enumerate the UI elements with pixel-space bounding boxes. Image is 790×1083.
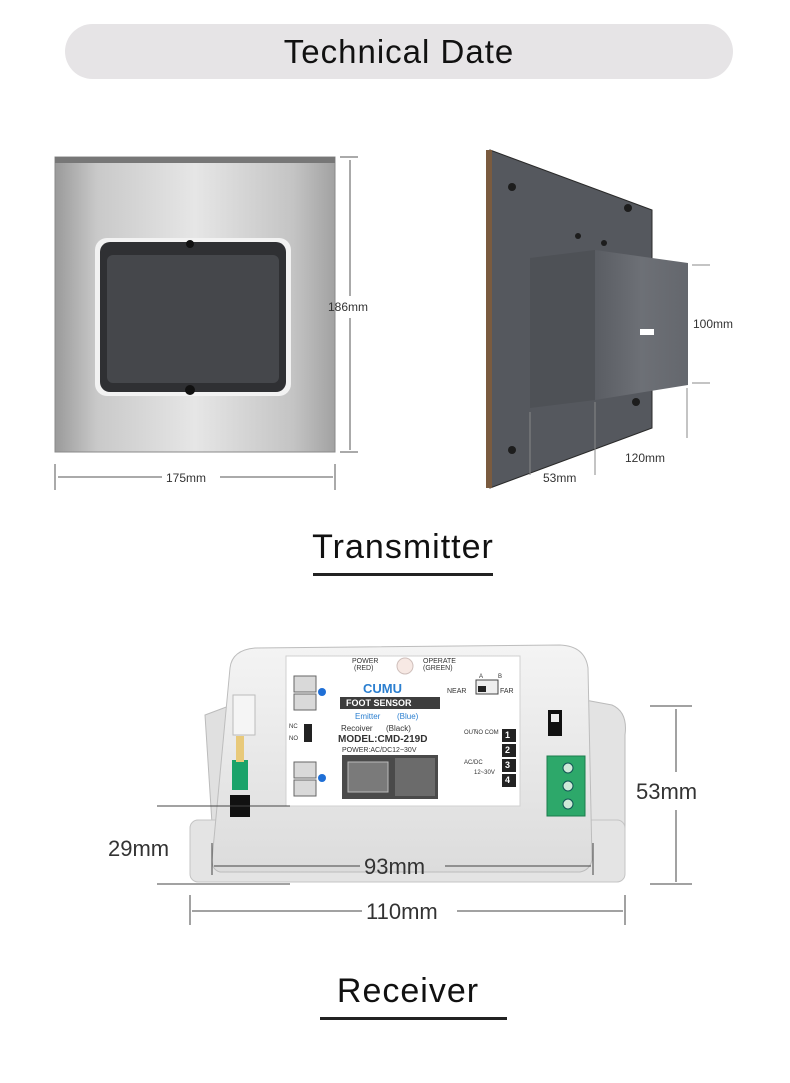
label-product: FOOT SENSOR	[346, 698, 412, 708]
label-emitter-color: (Blue)	[397, 712, 419, 721]
label-out: OUT	[464, 730, 477, 736]
transmitter-title: Transmitter	[312, 528, 494, 566]
label-sel-b: B	[498, 674, 503, 680]
transmitter-back-view	[486, 149, 688, 489]
page-title: Technical Date	[283, 32, 515, 70]
terminal-label-3: 3	[505, 760, 511, 770]
header-banner: Technical Date	[65, 24, 733, 79]
label-receiver-color: (Black)	[386, 724, 411, 733]
label-voltage: 12~30V	[474, 770, 495, 776]
dim-receiver-height: 53mm	[636, 779, 698, 804]
receiver-dimension-lines	[157, 705, 692, 925]
transmitter-underline	[313, 573, 493, 576]
label-operate: OPERATE	[423, 658, 456, 665]
side-dimension-lines	[529, 264, 710, 475]
dim-receiver-outer-width: 110mm	[366, 899, 438, 924]
label-near: NEAR	[447, 688, 467, 695]
terminal-label-2: 2	[505, 745, 511, 755]
label-power-color: (RED)	[354, 665, 374, 672]
terminal-label-1: 1	[505, 730, 511, 740]
label-operate-color: (GREEN)	[423, 665, 453, 672]
label-receiver: Recoiver	[341, 724, 373, 733]
dim-receiver-inner-width: 93mm	[364, 854, 426, 879]
label-far: FAR	[500, 688, 514, 695]
dim-box-width: 120mm	[625, 451, 666, 465]
label-model: MODEL:CMD-219D	[338, 734, 428, 745]
transmitter-front-plate	[54, 156, 336, 453]
label-emitter: Emitter	[355, 712, 381, 721]
dim-box-height: 100mm	[693, 317, 734, 331]
receiver-title: Receiver	[336, 972, 480, 1010]
receiver-device	[189, 644, 626, 883]
label-sel-a: A	[479, 674, 484, 680]
dim-front-height: 186mm	[328, 300, 369, 314]
label-no-com: NO COM	[474, 730, 499, 736]
terminal-label-4: 4	[505, 775, 511, 785]
label-power: POWER	[352, 658, 379, 665]
dim-depth: 53mm	[543, 471, 577, 485]
label-acdc: AC/DC	[464, 760, 483, 766]
label-nc: NC	[289, 724, 298, 730]
label-brand: CUMU	[363, 681, 402, 696]
receiver-underline	[320, 1017, 507, 1020]
dim-receiver-depth: 29mm	[108, 836, 170, 861]
label-no: NO	[289, 736, 298, 742]
label-power-spec: POWER:AC/DC12~30V	[342, 747, 417, 754]
dim-front-width: 175mm	[166, 471, 207, 485]
front-dimension-lines	[54, 156, 358, 490]
